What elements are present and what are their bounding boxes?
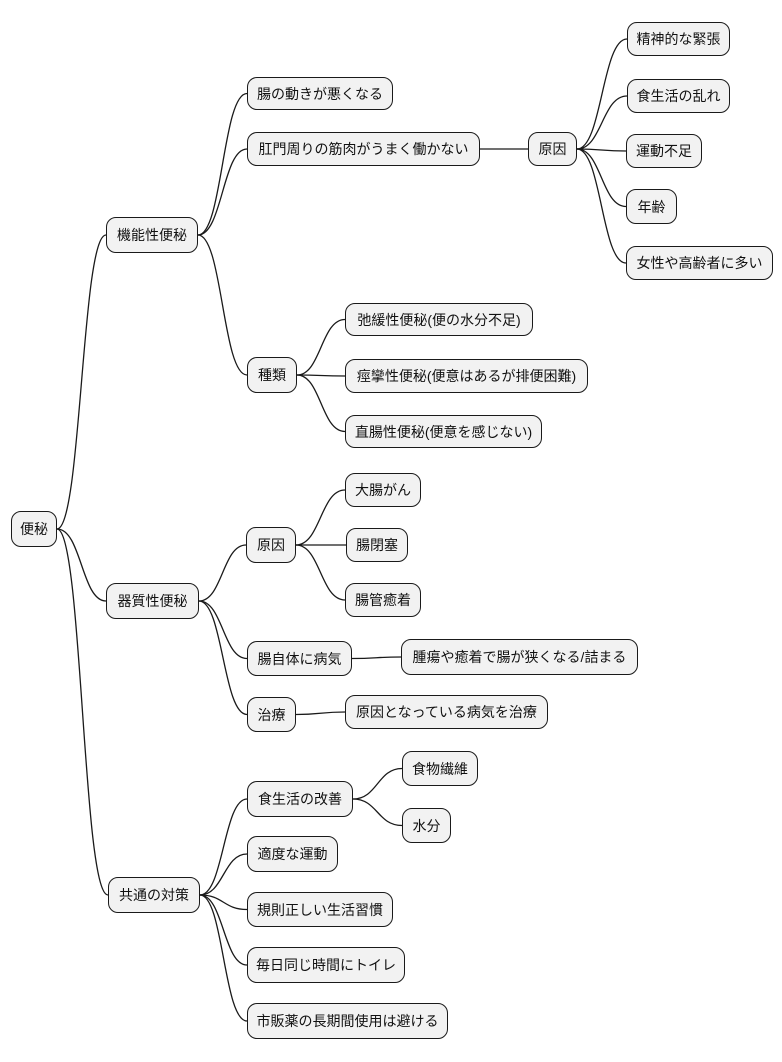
mindmap-node-kinousei: 機能性便秘 bbox=[106, 217, 198, 253]
edge-benpi-kinousei bbox=[56, 234, 107, 530]
mindmap-node-kisoku: 規則正しい生活習慣 bbox=[247, 892, 393, 927]
mindmap-node-choujitai: 腸自体に病気 bbox=[247, 641, 352, 676]
edge-kaizen-seni bbox=[352, 767, 403, 800]
mindmap-node-tekido: 適度な運動 bbox=[247, 836, 338, 872]
edge-shurui-shikansei bbox=[296, 318, 346, 376]
edge-benpi-kyoutsuu bbox=[56, 528, 109, 896]
edge-kishitsusei-choujitai bbox=[198, 600, 248, 660]
edge-genin1-undou bbox=[576, 148, 627, 152]
mindmap-node-kaizen: 食生活の改善 bbox=[247, 781, 353, 817]
mindmap-node-josei: 女性や高齢者に多い bbox=[626, 246, 773, 280]
mindmap-node-chou_ugoki: 腸の動きが悪くなる bbox=[247, 77, 393, 110]
mindmap-node-suibun: 水分 bbox=[402, 808, 451, 843]
mindmap-node-genin2: 原因 bbox=[246, 527, 296, 563]
mindmap-node-shihan: 市販薬の長期間使用は避ける bbox=[247, 1003, 448, 1039]
edge-genin1-nenrei bbox=[576, 148, 627, 208]
edge-kyoutsuu-tekido bbox=[199, 853, 248, 896]
edge-kyoutsuu-kaizen bbox=[199, 798, 248, 896]
mindmap-node-nenrei: 年齢 bbox=[626, 189, 677, 224]
edge-kyoutsuu-kisoku bbox=[199, 894, 248, 911]
edge-genin2-yuchaku bbox=[295, 544, 346, 601]
edge-kinousei-koumon bbox=[197, 148, 248, 236]
edge-genin1-midare bbox=[576, 95, 628, 150]
mindmap-node-mainichi: 毎日同じ時間にトイレ bbox=[247, 947, 405, 983]
edge-kyoutsuu-mainichi bbox=[199, 894, 248, 966]
mindmap-node-kishitsusei: 器質性便秘 bbox=[106, 583, 199, 619]
mindmap-node-benpi: 便秘 bbox=[11, 511, 57, 547]
mindmap-node-genin1: 原因 bbox=[528, 132, 577, 166]
edge-genin1-josei bbox=[576, 148, 627, 264]
mindmap-node-heisoku: 腸閉塞 bbox=[346, 528, 408, 562]
mindmap-node-seishin: 精神的な緊張 bbox=[627, 22, 730, 56]
edge-genin2-daichou bbox=[295, 489, 346, 546]
edge-kaizen-suibun bbox=[352, 798, 403, 827]
edge-kishitsusei-genin2 bbox=[198, 544, 247, 602]
mindmap-node-midare: 食生活の乱れ bbox=[627, 79, 730, 113]
mindmap-node-daichou: 大腸がん bbox=[345, 473, 421, 507]
mindmap-node-shurui: 種類 bbox=[247, 357, 297, 393]
mindmap-node-keirensei: 痙攣性便秘(便意はあるが排便困難) bbox=[345, 359, 588, 393]
edge-chiryou-genin_chiryou bbox=[295, 711, 346, 716]
edge-kyoutsuu-shihan bbox=[199, 894, 248, 1022]
mindmap-node-shuyou: 腫瘍や癒着で腸が狭くなる/詰まる bbox=[401, 639, 638, 675]
edge-kishitsusei-chiryou bbox=[198, 600, 248, 716]
edge-kinousei-chou_ugoki bbox=[197, 92, 248, 236]
mindmap-node-seni: 食物繊維 bbox=[402, 751, 478, 786]
mindmap-node-chokuchou: 直腸性便秘(便意を感じない) bbox=[345, 415, 542, 448]
edge-benpi-kishitsusei bbox=[56, 528, 107, 602]
edge-genin1-seishin bbox=[576, 38, 628, 150]
mindmap-node-chiryou: 治療 bbox=[247, 697, 296, 732]
mindmap-node-undou: 運動不足 bbox=[626, 134, 702, 168]
edge-shurui-chokuchou bbox=[296, 374, 346, 433]
mindmap-node-kyoutsuu: 共通の対策 bbox=[108, 877, 200, 913]
mindmap-node-shikansei: 弛緩性便秘(便の水分不足) bbox=[345, 303, 533, 336]
edge-kinousei-shurui bbox=[197, 234, 248, 376]
edge-choujitai-shuyou bbox=[351, 656, 402, 660]
mindmap-node-yuchaku: 腸管癒着 bbox=[345, 583, 421, 617]
edge-shurui-keirensei bbox=[296, 374, 346, 377]
mindmap-node-genin_chiryou: 原因となっている病気を治療 bbox=[345, 695, 548, 729]
mindmap-node-koumon: 肛門周りの筋肉がうまく働かない bbox=[247, 132, 480, 166]
